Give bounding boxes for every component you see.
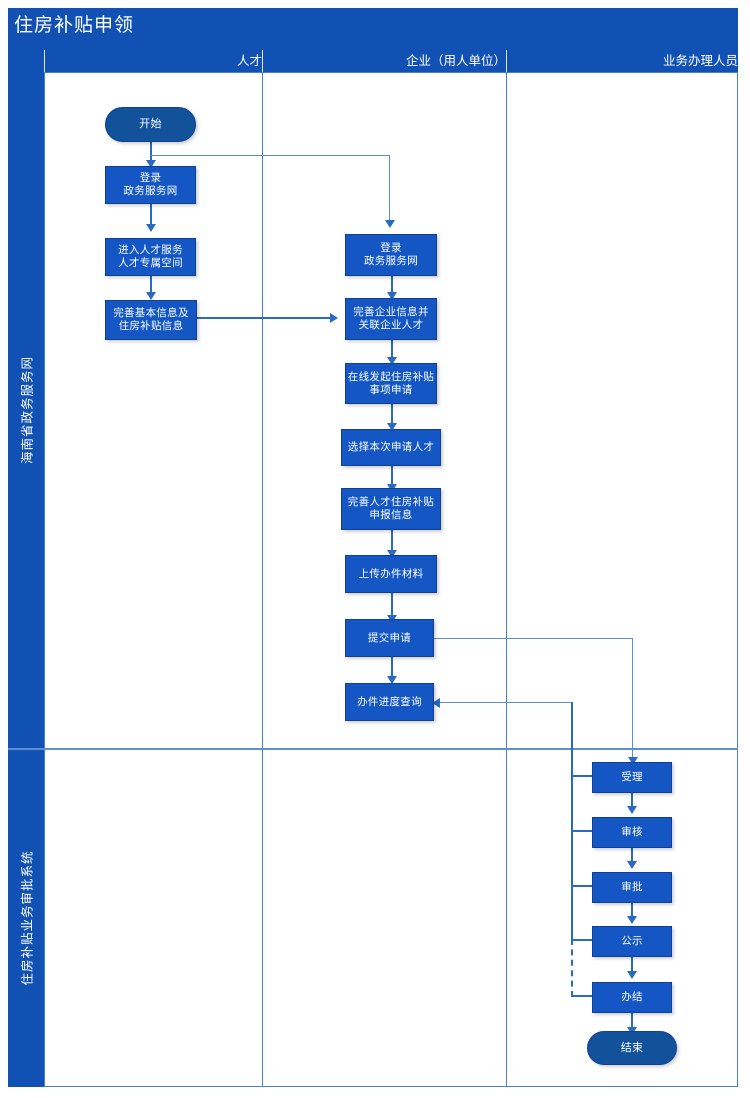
edge-emp-info-apply <box>391 340 393 362</box>
edge-arrow <box>146 160 156 168</box>
page-title: 住房补贴申领 <box>14 15 135 36</box>
edge-stub-approve <box>573 885 593 887</box>
edge-start-talent-login <box>150 142 152 164</box>
edge-start-emp-login-v <box>389 155 390 223</box>
node-employer-upload-materials[interactable]: 上传办件材料 <box>345 555 437 593</box>
node-officer-complete[interactable]: 办结 <box>592 982 672 1013</box>
edge-emp-submit-accept-v <box>632 638 633 761</box>
node-employer-login[interactable]: 登录 政务服务网 <box>345 234 437 276</box>
edge-arrow <box>432 698 440 708</box>
edge-emp-apply-select <box>391 404 393 428</box>
edge-start-emp-login-h <box>150 155 390 156</box>
edge-emp-declare-upload <box>391 530 393 555</box>
edge-arrow <box>146 292 156 300</box>
node-officer-approve[interactable]: 审批 <box>592 872 672 903</box>
edge-status-feedback-bus-dashed <box>571 939 573 997</box>
edge-arrow <box>385 220 395 228</box>
node-employer-info[interactable]: 完善企业信息并 关联企业人才 <box>345 298 437 340</box>
column-header-employer: 企业（用人单位） <box>405 54 506 68</box>
edge-accept-review <box>631 793 633 810</box>
edge-stub-review <box>573 830 593 832</box>
edge-talent-space-info <box>150 276 152 296</box>
column-header-officer: 业务办理人员 <box>662 54 738 68</box>
edge-emp-upload-submit <box>391 593 393 619</box>
lane-label-gov-service-net: 海南省政务服务网 <box>20 355 35 465</box>
edge-arrow <box>330 313 338 323</box>
edge-arrow <box>627 971 637 979</box>
node-employer-submit-application[interactable]: 提交申请 <box>345 619 434 657</box>
edge-talent-info-emp-info <box>197 317 332 319</box>
node-employer-select-talent[interactable]: 选择本次申请人才 <box>341 429 441 466</box>
column-divider-2 <box>506 72 507 1087</box>
header-separator <box>44 50 45 72</box>
node-officer-review[interactable]: 审核 <box>592 817 672 848</box>
edge-arrow <box>387 550 397 558</box>
title-bar <box>8 8 738 50</box>
node-officer-publicize[interactable]: 公示 <box>592 926 672 957</box>
edge-status-feedback-bus <box>571 702 573 939</box>
lane-strip-approval-system: 住房补贴业务审批系统 <box>8 748 44 1087</box>
edge-emp-submit-progress <box>391 657 393 679</box>
node-talent-info[interactable]: 完善基本信息及 住房补贴信息 <box>105 300 197 340</box>
column-divider-1 <box>262 72 263 1087</box>
node-employer-apply-online[interactable]: 在线发起住房补贴 事项申请 <box>345 363 437 404</box>
column-header-talent: 人才 <box>236 54 262 68</box>
header-separator <box>506 50 507 72</box>
edge-arrow <box>627 806 637 814</box>
edge-emp-login-info <box>391 276 393 296</box>
lane-label-approval-system: 住房补贴业务审批系统 <box>20 849 35 986</box>
edge-talent-login-space <box>150 204 152 228</box>
edge-stub-accept <box>573 775 593 777</box>
lane-strip-gov-service-net: 海南省政务服务网 <box>8 72 44 748</box>
edge-status-feedback-h <box>434 702 573 703</box>
node-officer-accept[interactable]: 受理 <box>592 762 672 793</box>
edge-arrow <box>387 292 397 300</box>
edge-approve-publicize <box>631 903 633 920</box>
column-header-band <box>8 50 738 72</box>
node-employer-declare-info[interactable]: 完善人才住房补贴 申报信息 <box>341 488 441 530</box>
node-talent-login[interactable]: 登录 政务服务网 <box>105 166 196 204</box>
node-employer-progress-query[interactable]: 办件进度查询 <box>345 683 434 721</box>
edge-arrow <box>387 423 397 431</box>
edge-emp-submit-accept-h <box>434 638 633 639</box>
node-talent-space[interactable]: 进入人才服务 人才专属空间 <box>105 238 196 276</box>
node-start[interactable]: 开始 <box>105 107 196 142</box>
edge-arrow <box>387 357 397 365</box>
edge-arrow <box>627 861 637 869</box>
edge-arrow <box>146 224 156 232</box>
edge-stub-publicize <box>573 939 593 941</box>
edge-complete-end <box>631 1013 633 1031</box>
lane-divider <box>8 748 738 750</box>
header-separator <box>262 50 263 72</box>
edge-arrow <box>628 757 638 765</box>
node-end[interactable]: 结束 <box>587 1031 677 1065</box>
edge-arrow <box>627 916 637 924</box>
edge-arrow <box>387 676 397 684</box>
edge-emp-select-declare <box>391 466 393 488</box>
edge-stub-complete <box>573 995 593 997</box>
edge-publicize-complete <box>631 957 633 975</box>
edge-review-approve <box>631 848 633 865</box>
